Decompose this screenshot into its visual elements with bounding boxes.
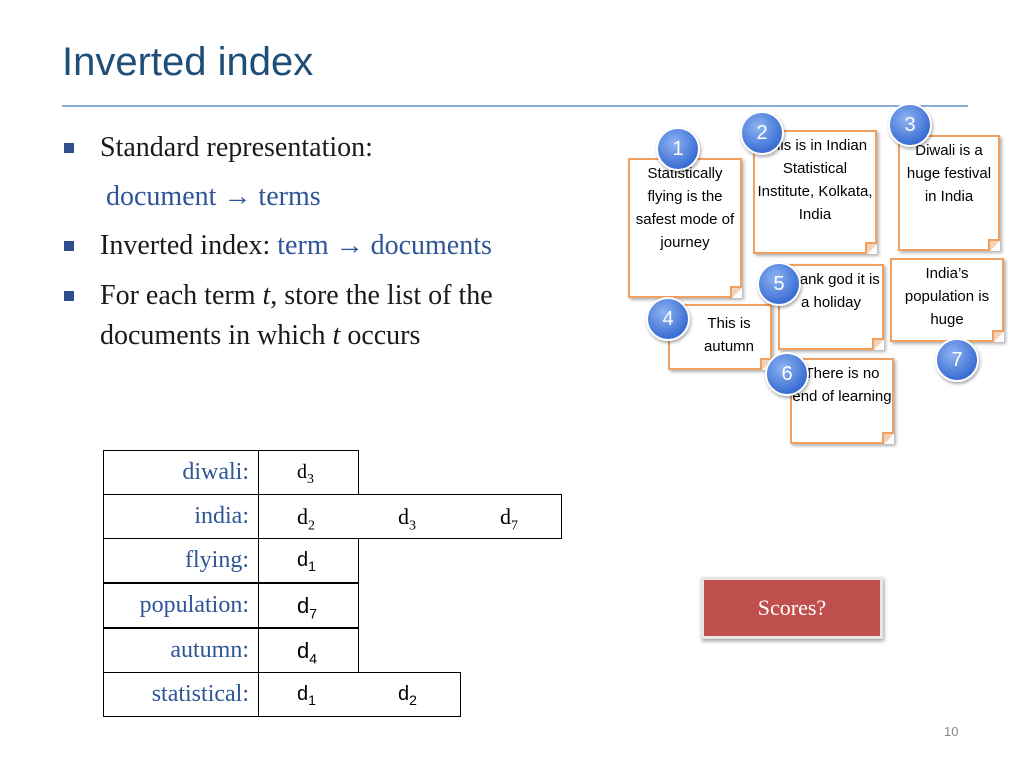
number-badge-7: 7 — [935, 338, 979, 382]
doc-id: 7 — [511, 518, 518, 534]
doc-letter: d — [297, 683, 309, 705]
doc-letter: d — [297, 504, 308, 529]
note-text: Statistically flying is the safest mode … — [635, 165, 735, 251]
text-segment: , store the list of the — [270, 280, 493, 311]
note-text: India’s population is huge — [904, 265, 990, 328]
doc-letter: d — [297, 461, 307, 483]
term-word: term — [277, 230, 329, 261]
page-fold — [882, 432, 894, 444]
slide-title: Inverted index — [62, 40, 314, 84]
doc-id: 1 — [308, 558, 316, 574]
posting-doc: d3 — [297, 450, 314, 502]
note-text: There is no end of learning — [792, 365, 892, 405]
doc-letter: d — [500, 504, 511, 529]
number-badge-1: 1 — [656, 127, 700, 171]
text-segment: documents in which — [100, 320, 333, 351]
page-number: 10 — [944, 724, 959, 739]
page-fold — [865, 242, 877, 254]
term-label: population: — [139, 592, 249, 618]
bullet-marker-2 — [64, 241, 74, 251]
bullet-marker-3 — [64, 291, 74, 301]
doc-letter: d — [297, 593, 310, 618]
arrow-icon: → — [335, 230, 364, 261]
page-fold — [992, 330, 1004, 342]
number-badge-5: 5 — [757, 262, 801, 306]
doc-id: 2 — [409, 692, 417, 708]
note-doc-4: This is autumn — [668, 304, 772, 370]
terms-word: terms — [258, 181, 321, 212]
number-badge-3: 3 — [888, 103, 932, 147]
doc-word: document — [106, 181, 217, 212]
postings-cell — [258, 494, 562, 539]
doc-letter: d — [297, 638, 310, 663]
note-text: Diwali is a huge festival in India — [906, 142, 992, 205]
note-doc-7: India’s population is huge — [890, 258, 1004, 342]
note-doc-6: There is no end of learning — [790, 358, 894, 444]
term-label: diwali: — [182, 459, 249, 485]
term-label: india: — [194, 503, 249, 529]
title-underline — [62, 105, 968, 107]
note-doc-3: Diwali is a huge festival in India — [898, 135, 1000, 251]
posting-doc: d7 — [500, 494, 518, 548]
number-badge-2: 2 — [740, 111, 784, 155]
posting-doc: d2 — [398, 672, 417, 723]
doc-id: 3 — [409, 518, 416, 534]
note-text: Thank god it is a holiday — [782, 271, 880, 311]
italic-t: t — [332, 320, 341, 351]
number-badge-4: 4 — [646, 297, 690, 341]
page-fold — [730, 286, 742, 298]
posting-doc: d1 — [297, 672, 316, 723]
postings-cell — [258, 538, 359, 583]
note-text: This is in Indian Statistical Institute,… — [757, 137, 873, 223]
doc-id: 1 — [308, 692, 316, 708]
posting-doc: d1 — [297, 538, 316, 589]
bullet-prefix: Inverted index: — [100, 230, 278, 261]
note-text: This is autumn — [703, 315, 755, 355]
documents-word: documents — [370, 230, 492, 261]
bullet-standard-representation: Standard representation: — [100, 132, 373, 164]
doc-id: 4 — [309, 650, 318, 667]
arrow-icon: → — [223, 181, 252, 212]
doc-letter: d — [398, 683, 410, 705]
posting-doc: d3 — [398, 494, 416, 548]
scores-button[interactable]: Scores? — [701, 577, 883, 639]
posting-doc: d2 — [297, 494, 315, 548]
note-doc-1: Statistically flying is the safest mode … — [628, 158, 742, 298]
term-label: flying: — [185, 547, 249, 573]
doc-letter: d — [398, 504, 409, 529]
bullet-sub-document-terms: document → terms — [106, 181, 321, 213]
bullet-text: Standard representation: — [100, 132, 373, 163]
doc-id: 2 — [308, 518, 315, 534]
posting-doc: d7 — [297, 583, 317, 636]
term-label: autumn: — [170, 637, 249, 663]
doc-id: 3 — [307, 472, 314, 487]
number-badge-6: 6 — [765, 352, 809, 396]
text-segment: occurs — [340, 320, 421, 351]
bullet-for-each-term-line1: For each term t, store the list of the — [100, 280, 493, 312]
page-fold — [872, 338, 884, 350]
bullet-for-each-term-line2: documents in which t occurs — [100, 320, 420, 352]
text-segment: For each term — [100, 280, 263, 311]
doc-id: 7 — [309, 605, 318, 622]
doc-letter: d — [297, 549, 309, 571]
postings-cell — [258, 672, 461, 717]
term-label: statistical: — [151, 681, 249, 707]
italic-t: t — [262, 280, 271, 311]
bullet-marker-1 — [64, 143, 74, 153]
postings-cell — [258, 583, 359, 628]
posting-doc: d4 — [297, 628, 317, 681]
page-fold — [988, 239, 1000, 251]
bullet-inverted-index: Inverted index: term → documents — [100, 230, 492, 262]
